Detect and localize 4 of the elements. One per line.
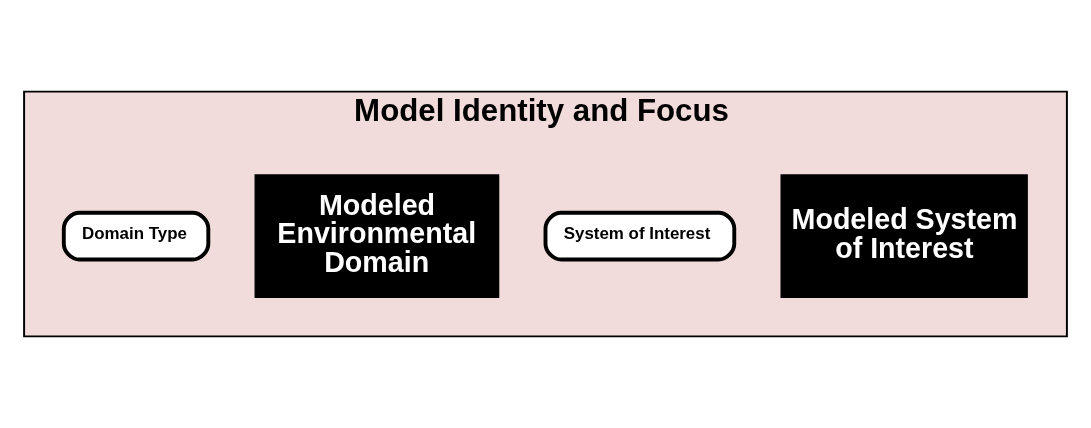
node-box: Modeled System of Interest <box>780 174 1028 298</box>
node-box: Domain Type <box>61 210 211 262</box>
node-box: Modeled Environmental Domain <box>254 174 500 298</box>
node-box: System of Interest <box>543 210 737 262</box>
